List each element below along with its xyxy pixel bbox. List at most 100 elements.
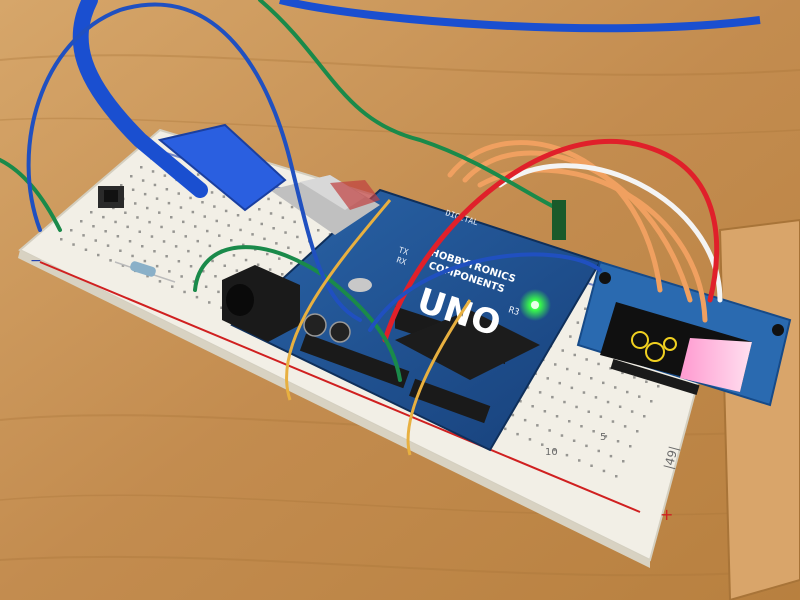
breadboard-hole bbox=[146, 206, 149, 210]
breadboard-hole bbox=[569, 335, 572, 338]
breadboard-hole bbox=[182, 220, 185, 224]
breadboard-hole bbox=[194, 225, 197, 228]
breadboard-hole bbox=[162, 240, 166, 243]
wire-orange-1 bbox=[447, 140, 663, 293]
breadboard-hole bbox=[196, 173, 200, 176]
breadboard-hole bbox=[155, 264, 159, 268]
breadboard-hole bbox=[206, 229, 209, 233]
breadboard-hole bbox=[281, 216, 285, 219]
wire-blue-left bbox=[26, 2, 362, 322]
breadboard-hole bbox=[538, 391, 542, 394]
breadboard-hole bbox=[72, 243, 75, 246]
breadboard-hole bbox=[235, 269, 239, 272]
wire-white bbox=[497, 163, 723, 303]
breadboard-hole bbox=[566, 367, 569, 371]
breadboard-hole bbox=[218, 234, 221, 237]
breadboard-hole bbox=[170, 216, 173, 219]
breadboard-hole bbox=[541, 443, 544, 446]
breadboard-hole bbox=[236, 214, 240, 217]
board-rx-label: RX bbox=[395, 255, 407, 267]
breadboard-hole bbox=[618, 405, 622, 408]
breadboard-hole bbox=[293, 220, 296, 224]
breadboard-hole bbox=[551, 395, 554, 399]
breadboard-hole bbox=[287, 246, 290, 249]
breadboard-hole bbox=[248, 218, 252, 221]
breadboard-hole bbox=[629, 445, 632, 448]
breadboard-hole bbox=[256, 263, 260, 266]
breadboard-hole bbox=[260, 222, 263, 226]
breadboard-hole bbox=[210, 191, 214, 194]
breadboard-hole bbox=[116, 235, 120, 238]
breadboard-hole bbox=[563, 400, 566, 404]
breadboard-hole bbox=[244, 258, 248, 262]
breadboard-hole bbox=[290, 205, 294, 209]
oled-display-module bbox=[576, 260, 792, 407]
breadboard-hole bbox=[543, 410, 547, 413]
breadboard-hole bbox=[97, 253, 100, 257]
usb-cable bbox=[72, 0, 761, 212]
breadboard-hole bbox=[183, 290, 186, 294]
breadboard-hole bbox=[558, 381, 561, 385]
breadboard-hole bbox=[585, 444, 588, 448]
wire-green-top bbox=[258, 0, 562, 212]
breadboard-hole bbox=[615, 475, 618, 478]
breadboard-hole bbox=[171, 285, 174, 288]
wire-green-pin bbox=[552, 200, 566, 240]
breadboard-hole bbox=[106, 244, 110, 247]
microcontroller-chip bbox=[395, 310, 540, 380]
breadboard-hole bbox=[131, 254, 134, 258]
breadboard-hole bbox=[189, 265, 193, 268]
dc-power-jack bbox=[222, 265, 300, 342]
breadboard-hole bbox=[119, 249, 122, 252]
breadboard-hole bbox=[131, 188, 135, 191]
breadboard-hole bbox=[158, 280, 162, 283]
breadboard-hole bbox=[143, 192, 147, 196]
breadboard-hole bbox=[630, 410, 634, 413]
jumper-wires bbox=[0, 0, 723, 382]
breadboard-hole bbox=[165, 255, 168, 258]
breadboard-hole bbox=[227, 224, 230, 227]
breadboard-hole bbox=[590, 464, 593, 467]
breadboard-hole bbox=[643, 415, 646, 418]
oled-screen-pink bbox=[680, 338, 752, 392]
breadboard-hole bbox=[590, 377, 593, 380]
breadboard-hole bbox=[616, 440, 620, 443]
breadboard-hole bbox=[172, 230, 175, 233]
capacitor-2 bbox=[329, 321, 351, 343]
breadboard-hole bbox=[597, 449, 600, 453]
breadboard-hole bbox=[140, 166, 143, 169]
breadboard-hole bbox=[504, 427, 507, 431]
breadboard-hole bbox=[622, 460, 625, 463]
breadboard-hole bbox=[158, 211, 161, 214]
breadboard-hole bbox=[138, 230, 141, 233]
breadboard-hole bbox=[222, 195, 226, 198]
breadboard-hole bbox=[645, 380, 648, 383]
breadboard-hole bbox=[606, 400, 610, 404]
breadboard-hole bbox=[275, 242, 278, 245]
breadboard-hole bbox=[84, 248, 88, 251]
breadboard-hole bbox=[232, 254, 236, 257]
breadboard-hole bbox=[179, 206, 183, 209]
breadboard-hole bbox=[167, 201, 171, 205]
breadboard-hole bbox=[523, 418, 527, 422]
breadboard-hole bbox=[163, 174, 167, 177]
breadboard-hole bbox=[633, 376, 636, 379]
breadboard-hole bbox=[548, 429, 551, 432]
breadboard-hole bbox=[584, 307, 587, 310]
rubber-bands bbox=[285, 199, 472, 456]
breadboard-hole bbox=[553, 448, 556, 452]
breadboard-hole bbox=[554, 363, 557, 366]
breadboard-hole bbox=[224, 209, 228, 213]
breadboard-hole bbox=[146, 274, 149, 278]
breadboard-hole bbox=[143, 259, 147, 263]
breadboard-hole bbox=[580, 425, 583, 428]
breadboard-hole bbox=[296, 235, 299, 239]
breadboard-hole bbox=[141, 245, 144, 248]
breadboard-hole bbox=[284, 231, 287, 234]
rail-plus-label: + bbox=[660, 505, 673, 524]
breadboard-hole bbox=[572, 439, 576, 442]
breadboard-hole bbox=[546, 377, 549, 380]
breadboard-hole bbox=[153, 183, 157, 187]
breadboard-hole bbox=[531, 405, 534, 408]
